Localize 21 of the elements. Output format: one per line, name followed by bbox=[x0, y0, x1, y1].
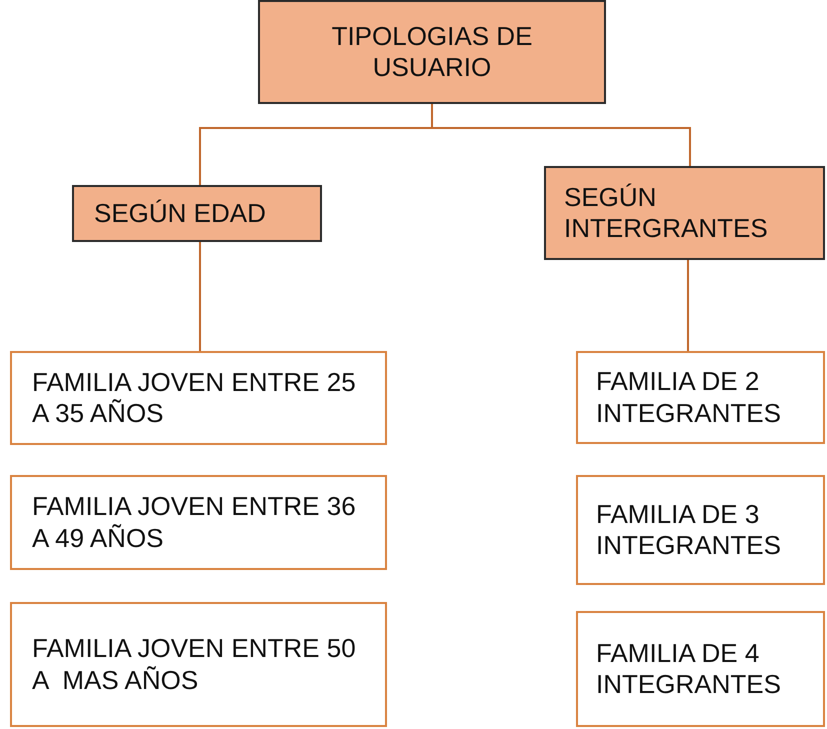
item-box bbox=[576, 475, 825, 585]
connector-line bbox=[199, 242, 201, 351]
item-box bbox=[10, 351, 387, 445]
box-label: FAMILIA DE 3 INTEGRANTES bbox=[596, 498, 782, 562]
item-box bbox=[576, 611, 825, 727]
category-box bbox=[72, 185, 322, 242]
box-label: FAMILIA DE 4 INTEGRANTES bbox=[596, 638, 782, 700]
item-box bbox=[10, 475, 387, 570]
box-label: FAMILIA JOVEN ENTRE 25 A 35 AÑOS bbox=[32, 366, 357, 430]
box-label: SEGÚN INTERGRANTES bbox=[564, 182, 769, 244]
box-label: SEGÚN EDAD bbox=[94, 198, 266, 230]
item-box bbox=[576, 351, 825, 444]
connector-line bbox=[687, 260, 689, 351]
box-label: FAMILIA JOVEN ENTRE 36 A 49 AÑOS bbox=[32, 491, 357, 554]
box-label: FAMILIA JOVEN ENTRE 50 A MAS AÑOS bbox=[32, 633, 357, 696]
box-label: TIPOLOGIAS DE USUARIO bbox=[330, 20, 534, 84]
connector-line bbox=[431, 104, 691, 166]
category-box bbox=[258, 0, 606, 104]
item-box bbox=[10, 602, 387, 727]
category-box bbox=[544, 166, 825, 260]
box-label: FAMILIA DE 2 INTEGRANTES bbox=[596, 366, 782, 429]
